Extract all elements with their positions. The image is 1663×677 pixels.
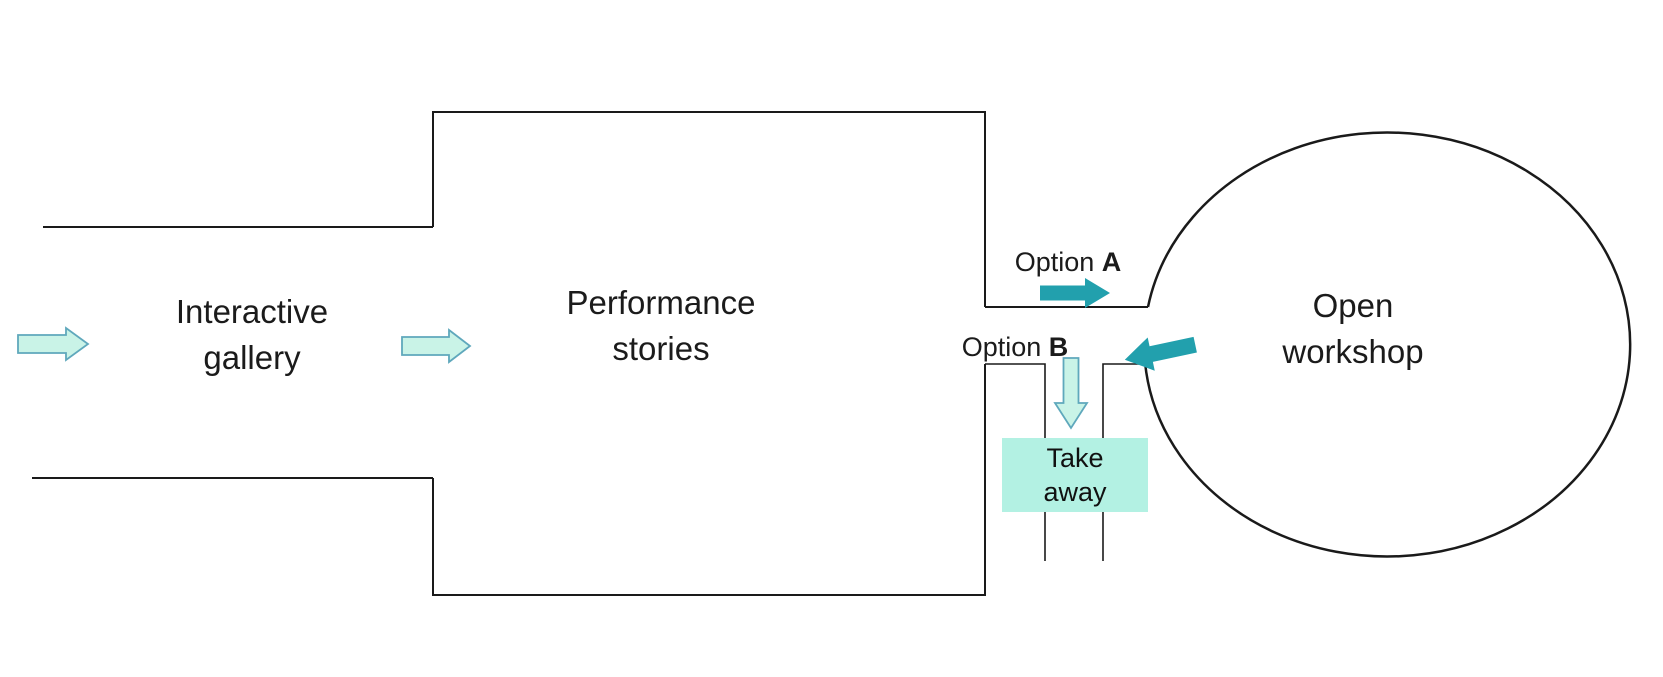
- gallery-to-stories-arrow: [401, 328, 472, 364]
- option-b-arrow: [1053, 357, 1089, 430]
- open-workshop-label: Open workshop: [1282, 287, 1424, 370]
- open-workshop-circle: [1143, 131, 1632, 558]
- option-a-prefix: Option: [1014, 247, 1102, 277]
- option-a-letter: A: [1101, 247, 1122, 277]
- option-a-label: Option A: [988, 246, 1148, 278]
- take-away-box: [1002, 438, 1148, 512]
- option-a-arrow: [1040, 278, 1110, 308]
- option-b-letter: B: [1048, 332, 1069, 362]
- performance-room-lower-wall: [432, 364, 986, 596]
- option-b-prefix: Option: [961, 332, 1049, 362]
- performance-stories-label: Performance stories: [566, 284, 756, 367]
- option-b-label: Option B: [935, 331, 1095, 363]
- take-away-label: Take away: [1043, 443, 1107, 507]
- interactive-gallery-label: Interactive gallery: [175, 293, 329, 376]
- workshop-return-arrow: [1124, 336, 1197, 371]
- performance-room-upper-wall: [432, 111, 986, 307]
- entry-arrow: [17, 326, 90, 362]
